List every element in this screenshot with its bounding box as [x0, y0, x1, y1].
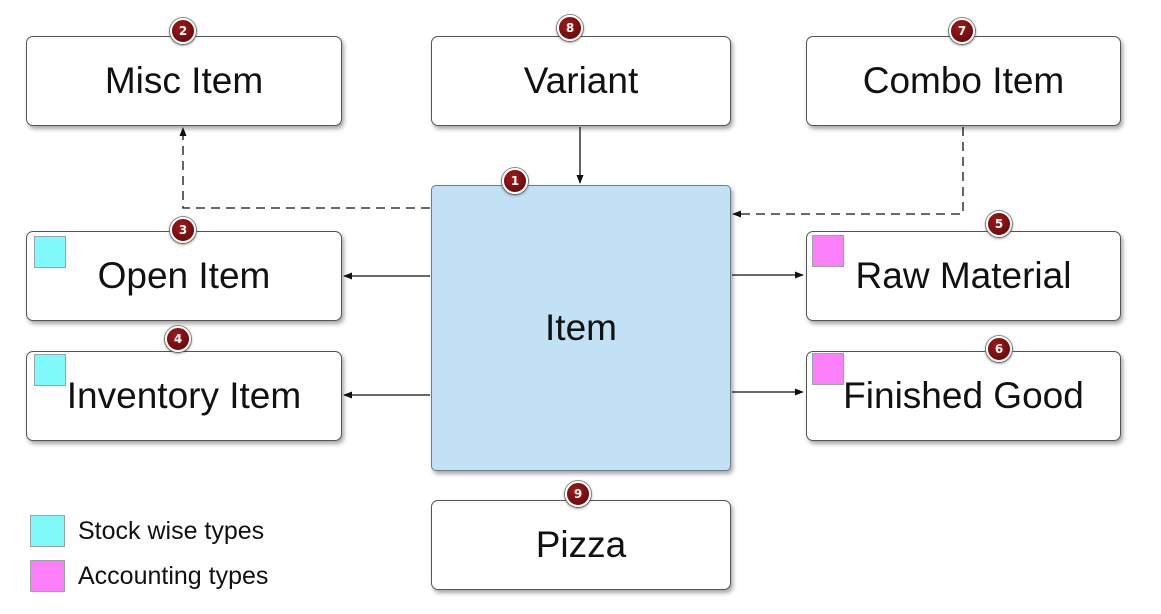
legend-accounting-label: Accounting types: [78, 561, 269, 590]
legend-accounting: Accounting types: [30, 560, 268, 592]
item-badge: 1: [502, 168, 528, 194]
combo-item-node[interactable]: Combo Item: [806, 36, 1121, 126]
misc-item-node[interactable]: Misc Item: [26, 36, 342, 126]
raw-material-label: Raw Material: [855, 255, 1072, 296]
misc-item-label: Misc Item: [104, 60, 264, 101]
pizza-node[interactable]: Pizza: [431, 500, 731, 590]
misc-item-badge: 2: [170, 18, 196, 44]
accounting-type-marker: [812, 353, 844, 385]
inventory-item-badge: 4: [165, 326, 191, 352]
open-item-label: Open Item: [97, 255, 271, 296]
finished-good-node[interactable]: Finished Good: [806, 351, 1121, 441]
open-item-badge: 3: [170, 217, 196, 243]
item-label: Item: [545, 307, 617, 348]
finished-good-badge: 6: [986, 336, 1012, 362]
legend-stock-swatch: [30, 515, 65, 547]
edge-combo-item-to-item: [732, 127, 964, 218]
legend-accounting-swatch: [30, 560, 65, 592]
variant-badge: 8: [557, 15, 583, 41]
edge-item-to-misc-item: [179, 127, 430, 209]
legend-stock: Stock wise types: [30, 515, 264, 547]
accounting-type-marker: [812, 235, 844, 267]
combo-item-badge: 7: [949, 18, 975, 44]
item-node[interactable]: Item: [431, 185, 731, 471]
raw-material-badge: 5: [986, 211, 1012, 237]
variant-label: Variant: [523, 60, 639, 101]
stock-type-marker: [34, 354, 66, 386]
inventory-item-node[interactable]: Inventory Item: [26, 351, 342, 441]
pizza-label: Pizza: [535, 524, 627, 565]
variant-node[interactable]: Variant: [431, 36, 731, 126]
finished-good-label: Finished Good: [843, 375, 1084, 416]
inventory-item-label: Inventory Item: [66, 375, 302, 416]
pizza-badge: 9: [565, 481, 591, 507]
combo-item-label: Combo Item: [862, 60, 1065, 101]
legend-stock-label: Stock wise types: [78, 516, 265, 545]
open-item-node[interactable]: Open Item: [26, 231, 342, 321]
raw-material-node[interactable]: Raw Material: [806, 231, 1121, 321]
stock-type-marker: [34, 236, 66, 268]
